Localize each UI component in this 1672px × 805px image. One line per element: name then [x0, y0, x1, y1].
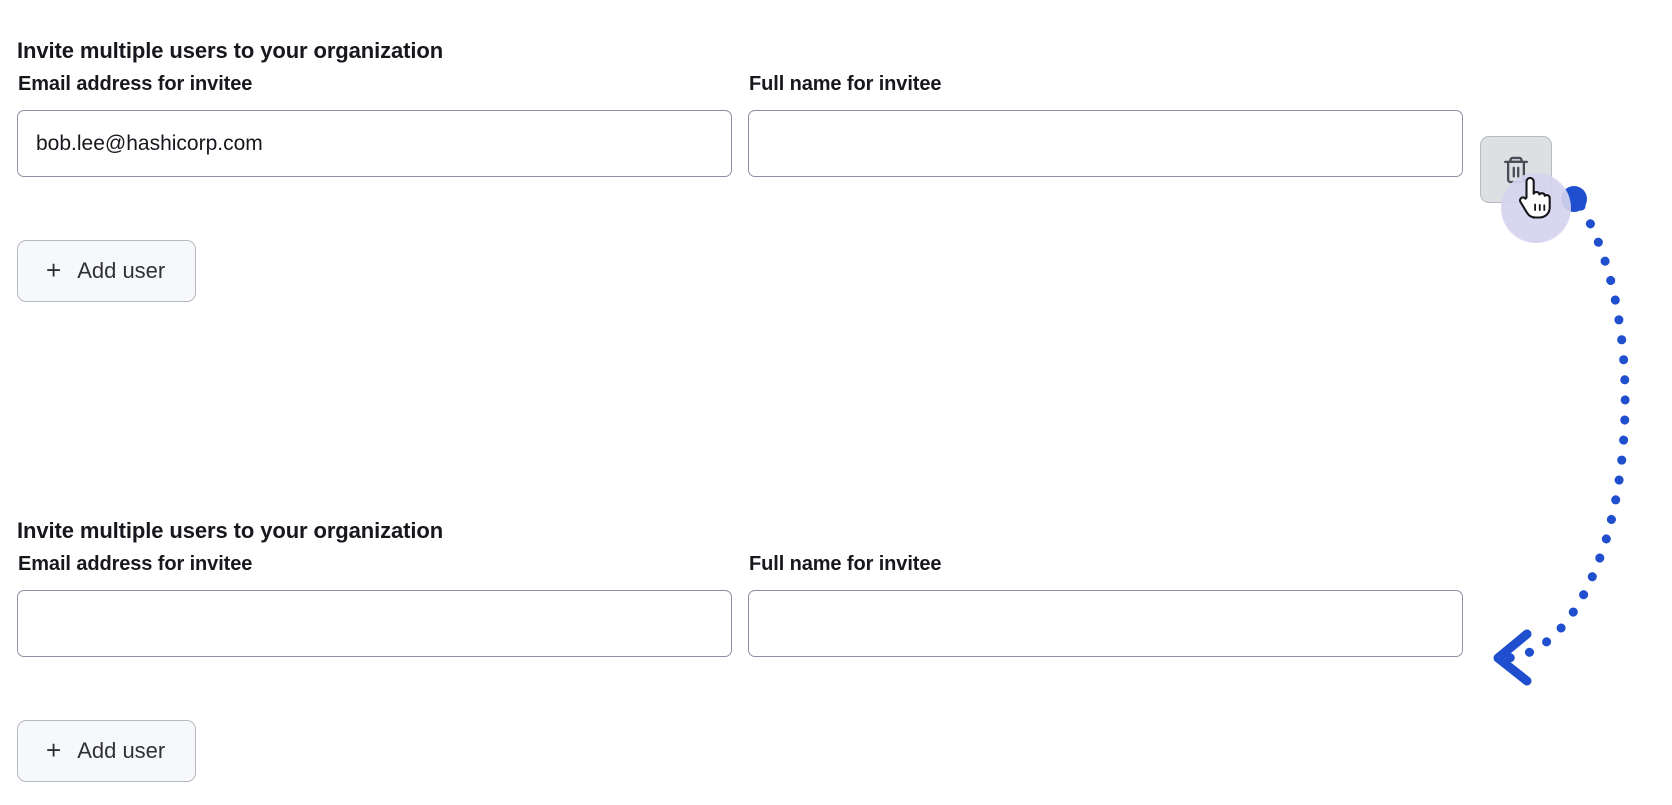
add-user-button-label-2: Add user — [77, 738, 166, 763]
invitee-field-row-2: Email address for invitee Full name for … — [0, 553, 1672, 683]
fullname-field-group-2: Full name for invitee — [748, 553, 1463, 657]
email-field-label: Email address for invitee — [18, 73, 253, 95]
email-field-group: Email address for invitee — [17, 73, 732, 177]
page-title: Invite multiple users to your organizati… — [17, 38, 444, 64]
fullname-field-label: Full name for invitee — [749, 73, 942, 95]
plus-icon-2: + — [46, 735, 62, 765]
fullname-field-label-2: Full name for invitee — [749, 553, 942, 575]
trash-icon — [1501, 154, 1531, 186]
invitee-field-row: Email address for invitee Full name for … — [0, 73, 1672, 203]
plus-icon: + — [46, 255, 62, 285]
email-input-2[interactable] — [17, 590, 732, 657]
add-user-button-2[interactable]: + Add user — [17, 720, 197, 782]
email-field-label-2: Email address for invitee — [18, 553, 253, 575]
email-input[interactable] — [17, 110, 732, 177]
fullname-input[interactable] — [748, 110, 1463, 177]
page-title-2: Invite multiple users to your organizati… — [17, 518, 444, 544]
fullname-input-2[interactable] — [748, 590, 1463, 657]
add-user-button-label: Add user — [77, 258, 166, 283]
add-user-button[interactable]: + Add user — [17, 240, 197, 302]
email-field-group-2: Email address for invitee — [17, 553, 732, 657]
fullname-field-group: Full name for invitee — [748, 73, 1463, 177]
delete-user-button[interactable] — [1480, 136, 1552, 203]
